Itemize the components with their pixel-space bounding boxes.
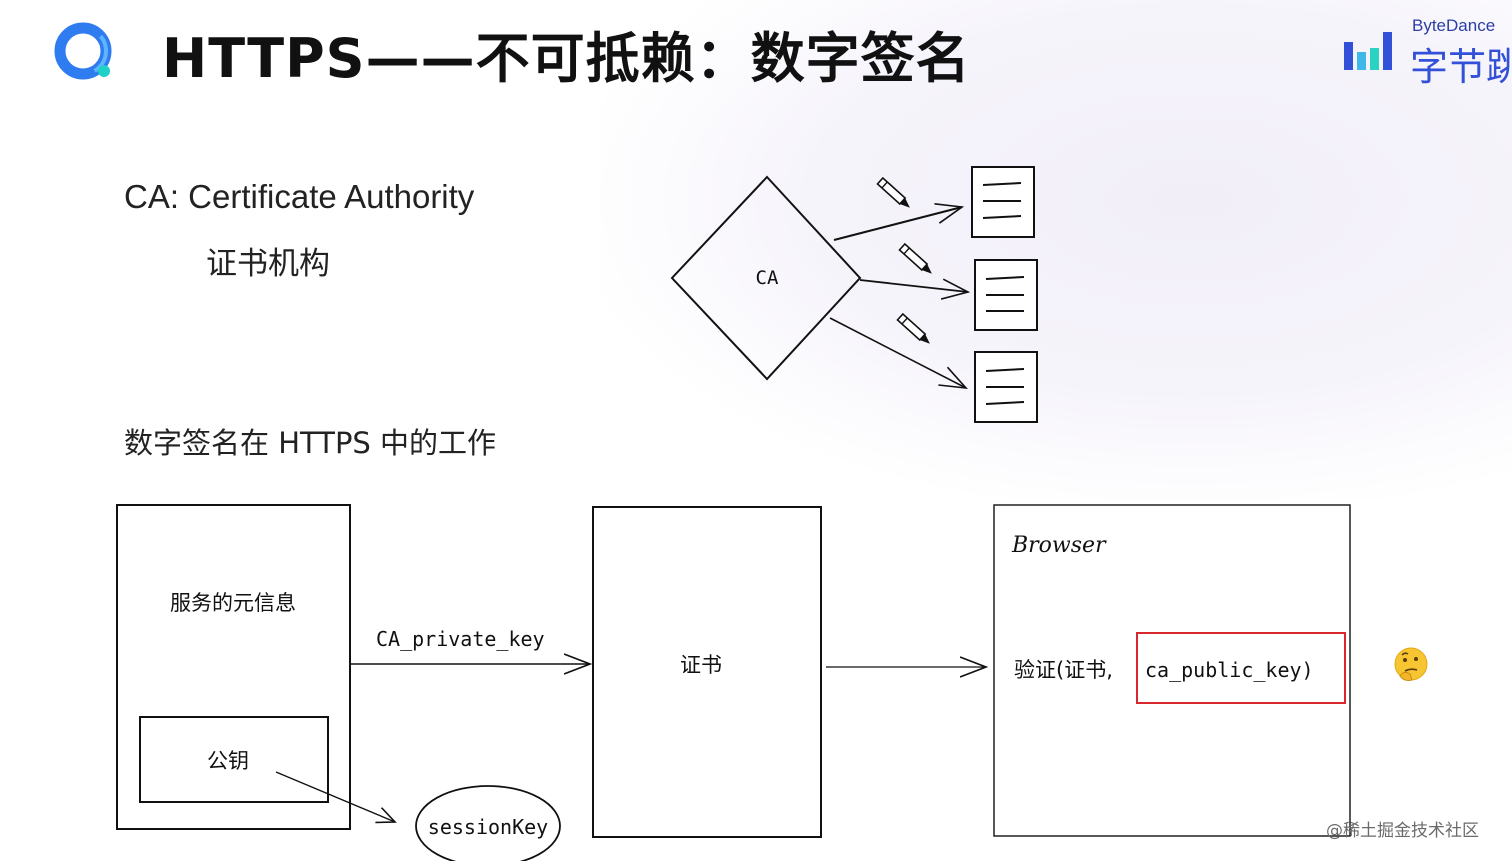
certificate-box: 证书 [592,506,822,838]
public-key-highlight [1136,632,1346,704]
verify-label: 验证(证书, [1014,658,1113,682]
ca-arrow-3 [829,317,966,388]
browser-title: Browser [1011,533,1107,558]
brand-chinese: 字节跳 [1410,45,1512,84]
session-key-label: sessionKey [428,815,548,839]
signed-document-icon [974,351,1038,423]
public-key-box [139,716,329,803]
signed-document-icon [971,166,1035,238]
public-key-to-session-arrow [275,771,395,822]
ca-arrow-1 [833,207,962,241]
ca-diamond-label: CA [756,267,779,289]
course-logo-icon [54,22,112,80]
brand-english: ByteDance [1412,16,1496,35]
pencil-icon [898,242,932,274]
ca-definition-chinese: 证书机构 [206,246,330,282]
session-key-ellipse: sessionKey [415,785,561,861]
server-meta-label: 服务的元信息 [170,591,296,615]
pencil-icon [876,176,910,208]
ca-definition: CA: Certificate Authority [124,178,475,215]
juejin-watermark: @稀土掘金技术社区 [1326,821,1479,841]
section-title: 数字签名在 HTTPS 中的工作 [124,426,497,460]
bytedance-bars-icon [1344,32,1392,70]
certificate-label: 证书 [680,653,722,677]
browser-box: Browser 验证(证书, ca_public_key) [993,504,1351,837]
ca-diamond: CA [670,175,862,381]
pencil-icon [896,312,930,344]
signed-document-icon [974,259,1038,331]
thinking-face-icon [1394,647,1428,681]
ca-arrow-2 [859,280,968,292]
ca-private-key-label: CA_private_key [376,627,545,651]
public-key-label: 公钥 [207,749,249,773]
server-meta-box: 服务的元信息 公钥 [116,504,351,830]
bytedance-brand: ByteDance 字节跳 [1342,14,1512,84]
slide-title: HTTPS——不可抵赖：数字签名 [162,27,971,90]
ca-public-key-label: ca_public_key) [1145,658,1314,682]
